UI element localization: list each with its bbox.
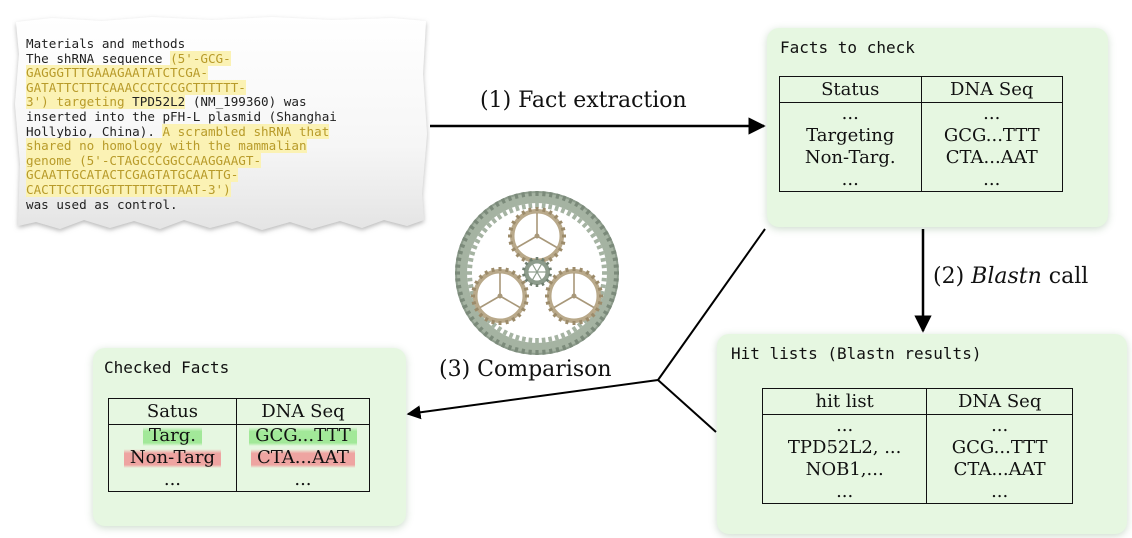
table-cell-value: GCG...TTT bbox=[943, 125, 1040, 146]
checked-col-status: Targ.Non-Targ... bbox=[108, 424, 237, 492]
methods-text-line: The shRNA sequence (5'-GCG- bbox=[26, 50, 231, 66]
hits-col-hit-list: ...TPD52L2, ...NOB1,...... bbox=[761, 414, 928, 504]
hit-lists-title: Hit lists (Blastn results) bbox=[731, 344, 982, 363]
table-cell-value: NOB1,... bbox=[805, 459, 884, 480]
checked-header-status: Satus bbox=[108, 398, 237, 425]
checked-header-dna-seq: DNA Seq bbox=[235, 398, 371, 425]
rejected-cell-value: CTA...AAT bbox=[243, 447, 363, 469]
verified-cell-value: GCG...TTT bbox=[243, 425, 363, 447]
methods-text-line: GATATTCTTTCAAACCCTCCGCTTTTTT- bbox=[26, 79, 246, 95]
table-cell-value: ... bbox=[836, 415, 854, 436]
comparison-connector-upper bbox=[657, 228, 766, 381]
planetary-gear-icon bbox=[455, 191, 619, 355]
verified-cell-value: Targ. bbox=[115, 425, 230, 447]
table-cell-value: ... bbox=[841, 103, 859, 124]
table-cell-value: ... bbox=[991, 415, 1009, 436]
table-cell-value: CTA...AAT bbox=[953, 459, 1046, 480]
blastn-call-label: (2) Blastn call bbox=[933, 264, 1089, 289]
checked-facts-table: Satus DNA Seq Targ.Non-Targ... GCG...TTT… bbox=[108, 398, 371, 492]
methods-text-line: inserted into the pFH-L plasmid (Shangha… bbox=[26, 108, 337, 124]
table-cell-value: Non-Targ. bbox=[804, 147, 896, 168]
hits-header-hit-list: hit list bbox=[761, 388, 928, 415]
table-cell-value: ... bbox=[983, 103, 1001, 124]
methods-text-line: 3') targeting TPD52L2 (NM_199360) was bbox=[26, 94, 307, 110]
methods-text-line: Hollybio, China). A scrambled shRNA that bbox=[26, 123, 330, 139]
table-cell-value: ... bbox=[836, 481, 854, 502]
facts-header-dna-seq: DNA Seq bbox=[920, 76, 1063, 103]
table-cell-value: CTA...AAT bbox=[945, 147, 1038, 168]
table-cell-value: TPD52L2, ... bbox=[787, 437, 902, 458]
table-cell-value: ... bbox=[163, 469, 182, 490]
table-cell-value: ... bbox=[294, 469, 312, 490]
methods-text-line: genome (5'-CTAGCCCGGCCAAGGAAGT- bbox=[26, 152, 262, 168]
comparison-connector-lower bbox=[657, 379, 717, 433]
methods-text-line: shared no homology with the mammalian bbox=[26, 138, 307, 154]
table-cell-value: ... bbox=[983, 169, 1001, 190]
table-cell-value: ... bbox=[841, 169, 859, 190]
methods-text-line: GCAATTGCATACTCGAGTATGCAATTG- bbox=[26, 167, 239, 183]
methods-text-line: was used as control. bbox=[26, 196, 178, 212]
table-cell-value: ... bbox=[991, 481, 1009, 502]
comparison-arrow bbox=[406, 379, 659, 420]
fact-extraction-label: (1) Fact extraction bbox=[480, 88, 687, 113]
blastn-italic-label: Blastn bbox=[971, 264, 1042, 289]
table-cell-value: GCG...TTT bbox=[951, 437, 1048, 458]
checked-facts-title: Checked Facts bbox=[104, 358, 230, 377]
methods-text-line: CACTTCCTTGGTTTTTTGTTAAT-3') bbox=[26, 181, 231, 197]
facts-to-check-title: Facts to check bbox=[780, 38, 915, 57]
hit-lists-table: hit list DNA Seq ...TPD52L2, ...NOB1,...… bbox=[761, 388, 1073, 504]
methods-text-line: GAGGGTTTGAAAGAATATCTCGA- bbox=[26, 65, 208, 81]
methods-text-line: Materials and methods bbox=[26, 36, 186, 51]
rejected-cell-value: Non-Targ bbox=[115, 447, 230, 469]
comparison-label: (3) Comparison bbox=[439, 357, 612, 382]
table-cell-value: Targeting bbox=[806, 125, 895, 146]
facts-header-status: Status bbox=[779, 76, 922, 103]
